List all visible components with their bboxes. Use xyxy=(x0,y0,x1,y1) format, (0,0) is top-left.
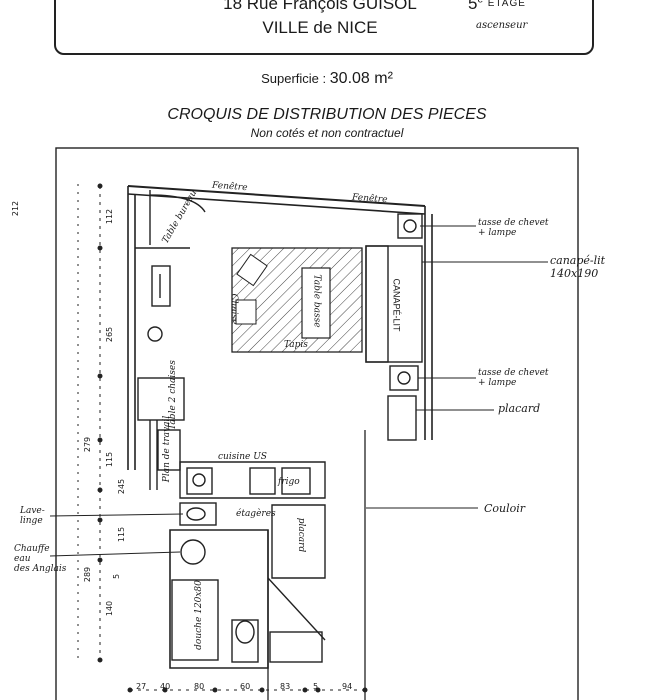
frigo-label: frigo xyxy=(278,477,300,487)
table-basse-label: Table basse xyxy=(311,274,322,328)
callout-placard: placard xyxy=(498,402,541,415)
dim-v-1: 265 xyxy=(105,326,115,343)
dim-b-0: 27 xyxy=(136,682,147,691)
placard-corridor-label: placard xyxy=(296,517,307,553)
plan-subtitle: Non cotés et non contractuel xyxy=(250,126,404,140)
plan-travail-label: Plan de travail xyxy=(162,415,173,483)
callout-chauffe-line2: eau xyxy=(14,554,31,564)
dim-b-4: 83 xyxy=(280,682,291,691)
dim-v-8: 140 xyxy=(105,600,115,617)
dim-b-6: 94 xyxy=(342,682,353,691)
floor-label: 5e ÉTAGE xyxy=(468,0,526,14)
margin-mark: 212 xyxy=(11,200,21,217)
floor-number: 5 xyxy=(468,0,478,13)
dim-b-3: 60 xyxy=(240,682,251,691)
address-text: 18 Rue François GUISOL xyxy=(223,0,417,13)
callout-lave-linge: Lave-linge xyxy=(20,506,45,526)
chaise-label: Chaise xyxy=(228,293,239,325)
dim-v-0: 112 xyxy=(105,208,115,225)
floor-suffix: e xyxy=(477,0,483,5)
douche-label: douche 120x80 xyxy=(193,580,204,650)
callout-lave-line2: linge xyxy=(20,516,43,526)
callout-chauffe-line3: des Anglais xyxy=(14,564,67,574)
plan-frame xyxy=(55,147,579,700)
surface-label: Superficie : xyxy=(261,71,327,86)
cuisine-label: cuisine US xyxy=(218,452,267,462)
plan-title: CROQUIS DE DISTRIBUTION DES PIECES xyxy=(167,106,487,123)
dim-b-2: 80 xyxy=(194,682,205,691)
callout-couloir: Couloir xyxy=(484,502,526,515)
dim-v-3: 115 xyxy=(105,451,115,468)
callout-chauffe-line1: Chauffe xyxy=(14,544,50,554)
dim-v-5: 115 xyxy=(117,526,127,543)
callout-canape-line2: 140x190 xyxy=(550,267,599,280)
dim-b-1: 40 xyxy=(160,682,171,691)
etageres-label: étagères xyxy=(236,509,276,519)
floor-word: ÉTAGE xyxy=(487,0,526,9)
tapis-label: Tapis xyxy=(284,340,308,350)
callout-tasse-1: tasse de chevet+ lampe xyxy=(478,218,549,238)
surface-value: 30.08 m² xyxy=(329,70,393,87)
dim-v-7: 5 xyxy=(112,573,122,580)
callout-lave-line1: Lave- xyxy=(20,506,45,516)
elevator-note: ascenseur xyxy=(476,20,528,31)
callout-tasse-2-line1: tasse de chevet xyxy=(478,368,549,378)
city-text: VILLE de NICE xyxy=(262,18,378,37)
dim-b-5: 5 xyxy=(313,682,319,691)
callout-tasse-2-line2: + lampe xyxy=(478,378,517,388)
dim-v-6: 289 xyxy=(83,566,93,583)
callout-tasse-1-line2: + lampe xyxy=(478,228,517,238)
callout-tasse-2: tasse de chevet+ lampe xyxy=(478,368,549,388)
header-box xyxy=(54,0,594,55)
dim-v-4: 245 xyxy=(117,478,127,495)
canape-inner-label: CANAPÉ-LIT xyxy=(391,278,402,332)
dim-v-2: 279 xyxy=(83,436,93,453)
callout-tasse-1-line1: tasse de chevet xyxy=(478,218,549,228)
plan-travail-box xyxy=(157,429,181,471)
callout-canape-line1: canapé-lit xyxy=(550,254,606,267)
surface-line: Superficie : 30.08 m² xyxy=(0,70,654,88)
